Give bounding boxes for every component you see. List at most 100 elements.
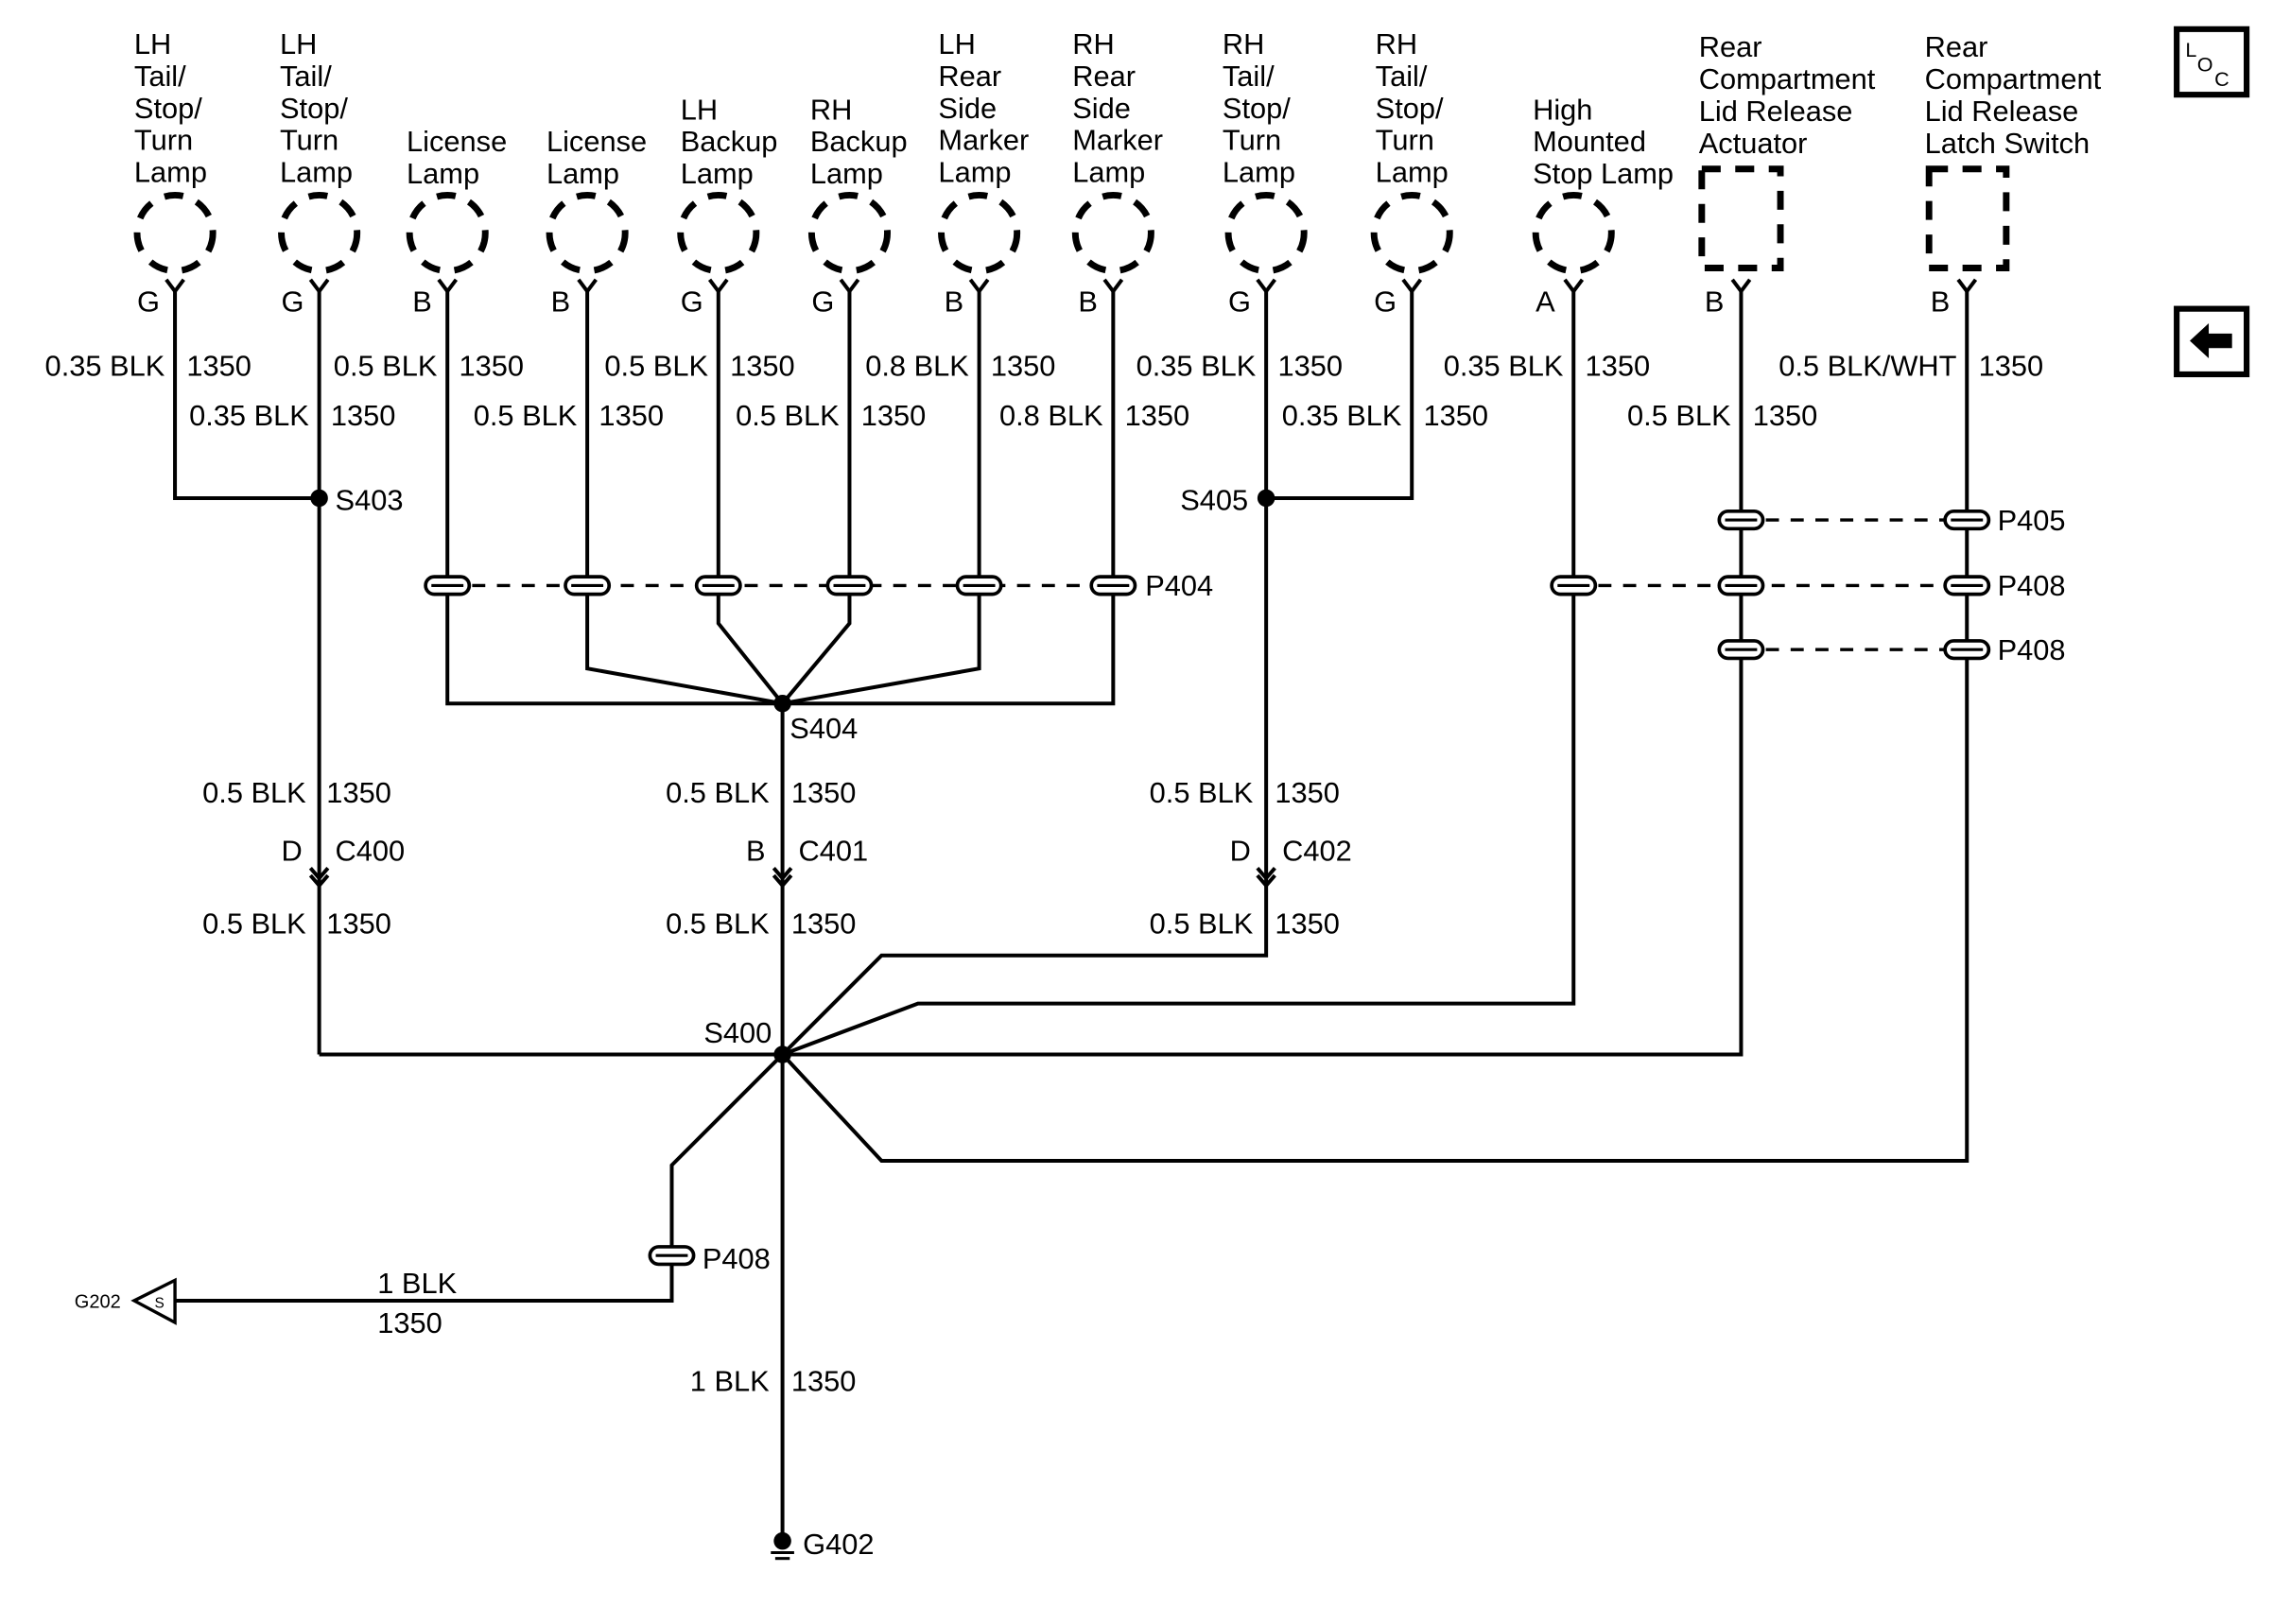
circuit-label: 1350 xyxy=(791,776,857,809)
lid-release-latch-switch-label: Rear Compartment Lid Release Latch Switc… xyxy=(1925,30,2109,160)
passthrough-symbols xyxy=(424,509,1991,1267)
pin-letters: G G B B G G B B G G A B B xyxy=(137,285,1950,319)
connector-c400-icon xyxy=(308,873,330,889)
wire xyxy=(782,291,981,706)
g202-shield-ground: S G202 xyxy=(75,1277,177,1325)
connector-c401-icon xyxy=(772,873,793,889)
switch-icon xyxy=(1925,165,2010,271)
lamp-icon xyxy=(133,192,217,275)
pin-label: G xyxy=(1228,285,1251,319)
grommet-icon xyxy=(648,1245,696,1267)
wire-size-label: 0.5 BLK/WHT xyxy=(1778,350,1956,383)
wire xyxy=(1266,291,1414,500)
wire-size-label: 0.35 BLK xyxy=(1136,350,1257,383)
circuit-label: 1350 xyxy=(326,776,391,809)
circuit-label: 1350 xyxy=(599,399,664,432)
circuit-label: 1350 xyxy=(1753,399,1818,432)
pin-label: B xyxy=(1931,285,1951,319)
circuit-label: 1350 xyxy=(1275,907,1340,941)
lamp-icon xyxy=(278,192,361,275)
splice-s404-dot xyxy=(773,694,791,713)
g402-ground: G402 xyxy=(771,1528,874,1561)
lamp-icon xyxy=(1224,192,1308,275)
grommet-icon xyxy=(1717,639,1765,661)
g402-label: G402 xyxy=(803,1528,874,1561)
loc-button-frame[interactable] xyxy=(2174,26,2250,98)
wire-size-label: 0.5 BLK xyxy=(666,907,770,941)
connector-c402-icon xyxy=(1256,867,1276,882)
lh-tail-lamp-label-2: LH Tail/ Stop/ Turn Lamp xyxy=(280,27,356,189)
shield-wire-size: 1 BLK xyxy=(377,1267,457,1300)
wire xyxy=(175,1053,785,1303)
actuator-icon xyxy=(1698,165,1784,271)
grommet-icon xyxy=(825,575,874,596)
wire-size-label: 0.35 BLK xyxy=(189,399,309,432)
lamp-icon xyxy=(807,192,891,275)
pin-label: A xyxy=(1536,285,1555,319)
lamp-symbols xyxy=(133,165,2010,275)
wire-size-label: 0.5 BLK xyxy=(604,350,708,383)
left-arrow-icon xyxy=(2190,323,2232,359)
wire-labels-upper: 0.35 BLK 1350 0.35 BLK 1350 0.5 BLK 1350… xyxy=(45,350,2044,432)
lamp-icon xyxy=(938,192,1021,275)
circuit-label: 1350 xyxy=(730,350,795,383)
rh-tail-lamp-label-1: RH Tail/ Stop/ Turn Lamp xyxy=(1223,27,1298,189)
circuit-label: 1350 xyxy=(791,907,857,941)
wires xyxy=(173,291,1969,1540)
circuit-label: 1350 xyxy=(1424,399,1489,432)
ground-wire-size: 1 BLK xyxy=(690,1364,770,1397)
shield-circuit: 1350 xyxy=(377,1306,442,1339)
splices xyxy=(310,489,1275,1063)
circuit-label: 1350 xyxy=(1586,350,1651,383)
circuit-label: 1350 xyxy=(1979,350,2044,383)
splice-labels: S403 S405 S404 S400 xyxy=(336,483,1249,1049)
grommet-icon xyxy=(564,575,612,596)
s404-label: S404 xyxy=(789,712,858,745)
wire xyxy=(716,291,785,705)
s403-label: S403 xyxy=(336,483,404,516)
lamp-icon xyxy=(1532,192,1615,275)
wire xyxy=(781,291,852,705)
c400-label: C400 xyxy=(336,835,406,868)
grommet-icon xyxy=(424,575,472,596)
wire-size-label: 0.8 BLK xyxy=(999,399,1103,432)
lamp-icon xyxy=(406,192,489,275)
wire xyxy=(781,291,1969,1164)
lamp-icon xyxy=(677,192,760,275)
wire-size-label: 0.5 BLK xyxy=(1150,776,1254,809)
loc-icon-letter: C xyxy=(2214,67,2230,91)
circuit-label: 1350 xyxy=(1277,350,1343,383)
high-mounted-stop-lamp-label: High Mounted Stop Lamp xyxy=(1533,93,1674,190)
pin-label: B xyxy=(1078,285,1098,319)
connector-pin-label: D xyxy=(282,835,303,868)
pin-label: G xyxy=(282,285,304,319)
pin-label: G xyxy=(137,285,160,319)
loc-icon-letter: O xyxy=(2197,52,2213,76)
wire-size-label: 0.8 BLK xyxy=(865,350,969,383)
p408-label: P408 xyxy=(1998,633,2066,666)
inline-connectors xyxy=(308,867,1276,889)
g202-label: G202 xyxy=(75,1292,121,1313)
lower-wire-labels: 0.5 BLK 1350 0.5 BLK 1350 0.5 BLK 1350 D… xyxy=(202,776,1352,1397)
lh-tail-lamp-label-1: LH Tail/ Stop/ Turn Lamp xyxy=(134,27,210,189)
lamp-icon xyxy=(1071,192,1154,275)
grommet-icon xyxy=(1089,575,1137,596)
lh-backup-lamp-label: LH Backup Lamp xyxy=(681,93,786,190)
wire xyxy=(445,291,783,706)
wire xyxy=(782,291,1744,1057)
loc-button[interactable]: L O C xyxy=(2174,26,2250,98)
wire-size-label: 0.35 BLK xyxy=(45,350,165,383)
connector-pin-label: B xyxy=(746,835,766,868)
back-button[interactable] xyxy=(2174,305,2250,378)
wire xyxy=(173,291,320,500)
circuit-label: 1350 xyxy=(991,350,1056,383)
grommet-icon xyxy=(694,575,742,596)
rh-rear-side-marker-lamp-label: RH Rear Side Marker Lamp xyxy=(1072,27,1171,189)
lamp-icon xyxy=(1370,192,1453,275)
wire-size-label: 0.5 BLK xyxy=(1150,907,1254,941)
lh-rear-side-marker-lamp-label: LH Rear Side Marker Lamp xyxy=(938,27,1036,189)
wire-size-label: 0.5 BLK xyxy=(666,776,770,809)
circuit-label: 1350 xyxy=(331,399,396,432)
lamp-icon xyxy=(546,192,629,275)
